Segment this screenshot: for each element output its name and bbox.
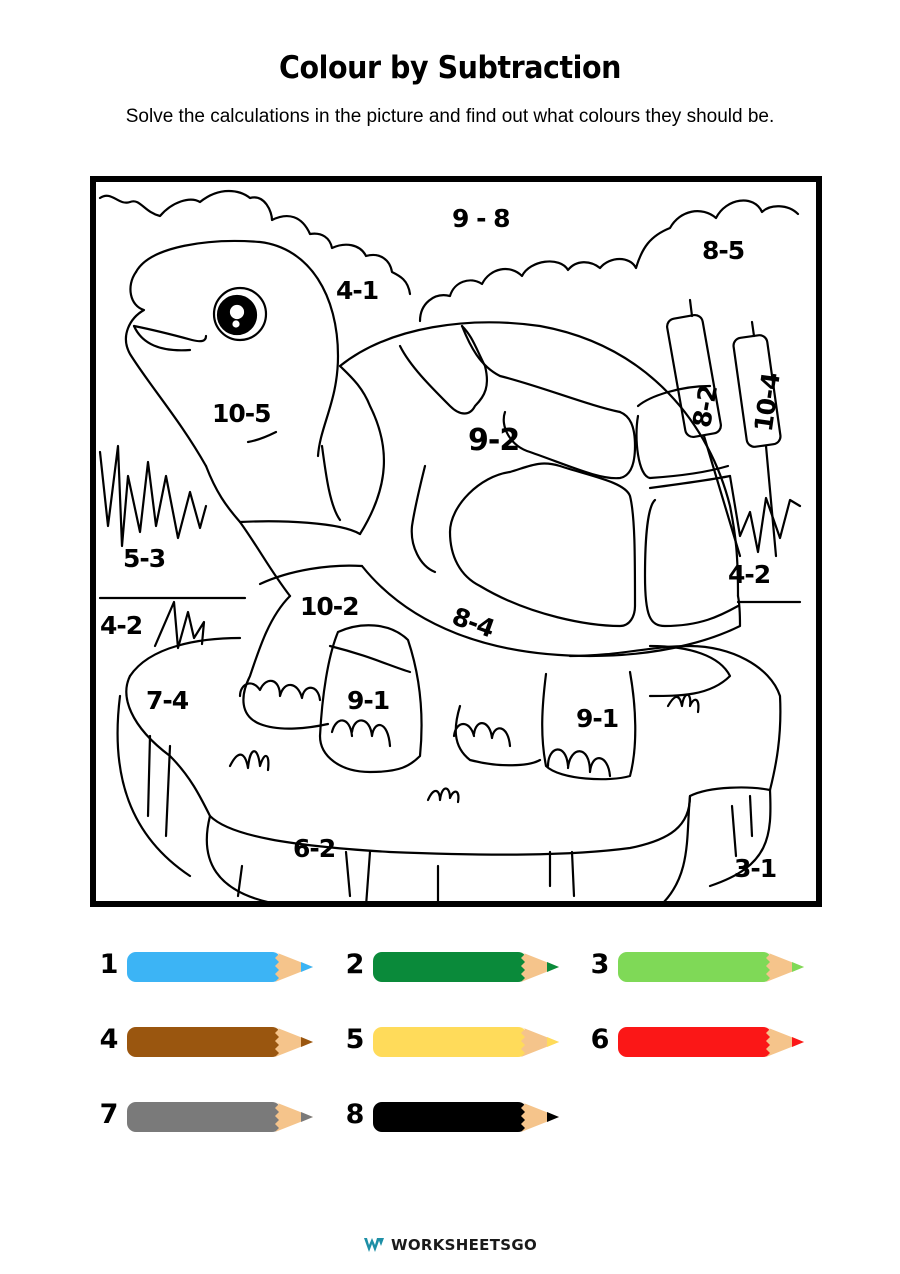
turtle-illustration <box>90 176 822 907</box>
calculation-label: 9-1 <box>347 686 390 715</box>
calculation-label: 8-2 <box>687 383 724 430</box>
legend-item: 3 <box>588 946 828 986</box>
pencil-icon <box>127 1102 313 1132</box>
legend-item: 8 <box>343 1096 583 1136</box>
pencil-icon <box>618 1027 804 1057</box>
calculation-label: 10-2 <box>300 592 360 621</box>
calculation-label: 8-5 <box>702 236 745 265</box>
footer-brand: WORKSHEETSGO <box>0 1236 900 1254</box>
pencil-icon <box>373 952 559 982</box>
calculation-label: 9 - 8 <box>452 204 511 233</box>
calculation-label: 4-1 <box>336 276 379 305</box>
pencil-icon <box>127 1027 313 1057</box>
legend-item: 5 <box>343 1021 583 1061</box>
pencil-icon <box>127 952 313 982</box>
legend-number: 6 <box>590 1024 610 1055</box>
pencil-icon <box>373 1027 559 1057</box>
calculation-label: 6-2 <box>293 834 336 863</box>
calculation-label: 10-4 <box>748 371 786 434</box>
legend-number: 2 <box>345 949 365 980</box>
legend-item: 1 <box>97 946 337 986</box>
legend-number: 4 <box>99 1024 119 1055</box>
legend-number: 1 <box>99 949 119 980</box>
calculation-label: 7-4 <box>146 686 189 715</box>
calculation-label: 4-2 <box>100 611 143 640</box>
calculation-label: 9-2 <box>468 423 520 458</box>
pencil-icon <box>618 952 804 982</box>
calculation-label: 4-2 <box>728 560 771 589</box>
legend-number: 5 <box>345 1024 365 1055</box>
legend-item: 6 <box>588 1021 828 1061</box>
legend-number: 3 <box>590 949 610 980</box>
instructions-text: Solve the calculations in the picture an… <box>125 106 775 127</box>
brand-name-part2: GO <box>511 1236 538 1254</box>
brand-name-part1: WORKSHEETS <box>390 1236 512 1254</box>
colouring-picture: 9 - 8 8-5 4-1 10-5 9-2 8-2 10-4 5-3 4-2 … <box>90 176 822 907</box>
page-title: Colour by Subtraction <box>279 50 621 86</box>
calculation-label: 5-3 <box>123 544 166 573</box>
legend-item: 4 <box>97 1021 337 1061</box>
legend-item: 7 <box>97 1096 337 1136</box>
legend-item: 2 <box>343 946 583 986</box>
legend-number: 8 <box>345 1099 365 1130</box>
legend-number: 7 <box>99 1099 119 1130</box>
calculation-label: 9-1 <box>576 704 619 733</box>
worksheetsgo-logo-icon <box>363 1238 384 1252</box>
calculation-label: 10-5 <box>212 399 272 428</box>
pencil-icon <box>373 1102 559 1132</box>
calculation-label: 3-1 <box>734 854 777 883</box>
